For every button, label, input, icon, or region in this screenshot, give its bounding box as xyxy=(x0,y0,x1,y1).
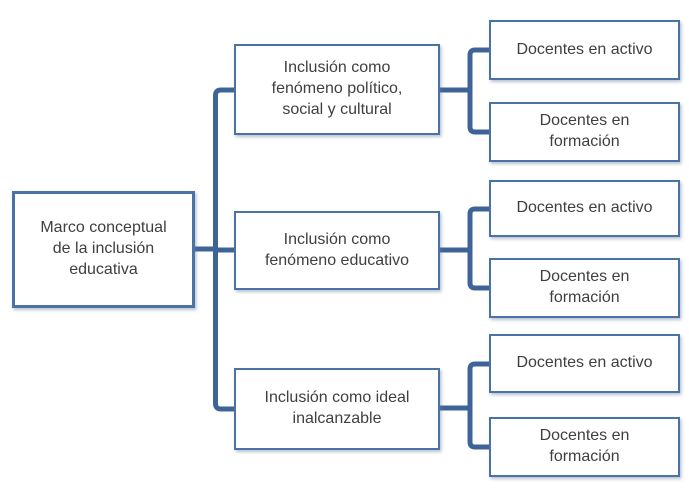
node-branch-2: Inclusión como fenómeno educativo xyxy=(234,211,440,290)
branch-1-bracket xyxy=(467,47,489,135)
node-leaf-3-2: Docentes en formación xyxy=(489,417,680,477)
node-leaf-1-2: Docentes en formación xyxy=(489,102,680,162)
node-root: Marco conceptual de la inclusión educati… xyxy=(12,191,195,308)
node-branch-1: Inclusión como fenómeno político, social… xyxy=(234,44,440,135)
node-branch-3: Inclusión como ideal inalcanzable xyxy=(234,368,440,450)
branch-2-bracket xyxy=(467,206,489,291)
node-leaf-3-1: Docentes en activo xyxy=(489,334,680,393)
branch-3-bracket xyxy=(467,361,489,450)
node-leaf-2-2: Docentes en formación xyxy=(489,258,680,318)
node-leaf-1-1: Docentes en activo xyxy=(489,20,680,80)
node-leaf-2-1: Docentes en activo xyxy=(489,180,680,237)
